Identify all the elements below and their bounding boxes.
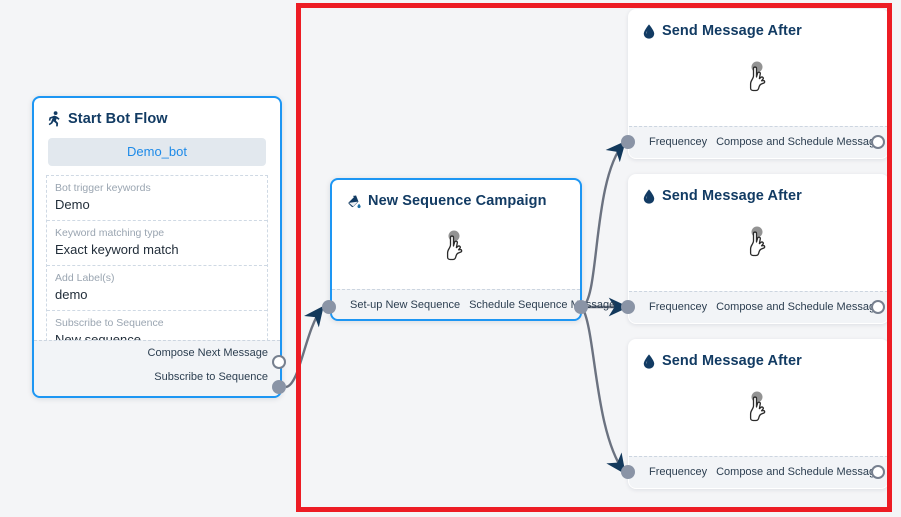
node-title-text: Send Message After xyxy=(662,353,802,369)
port-out-compose-next-message[interactable] xyxy=(272,355,286,369)
port-in-new-sequence-campaign[interactable] xyxy=(322,300,336,314)
node-footer-send-message-after-1: Frequencey Compose and Schedule Message xyxy=(629,126,888,158)
footer-labels[interactable]: Frequencey Compose and Schedule Message xyxy=(629,292,888,322)
field-bot-trigger-keywords[interactable]: Bot trigger keywords Demo xyxy=(47,176,267,221)
edge-sequence-to-card1 xyxy=(581,140,626,309)
node-new-sequence-campaign[interactable]: New Sequence Campaign Set-up New Sequenc… xyxy=(330,178,615,321)
port-out-send-message-after-3[interactable] xyxy=(871,465,885,479)
field-value: Demo xyxy=(55,197,90,212)
node-send-message-after-3[interactable]: Send Message After Frequencey Compose an… xyxy=(628,339,889,489)
pointing-hand-cursor xyxy=(431,222,481,272)
port-out-send-message-after-2[interactable] xyxy=(871,300,885,314)
label-frequency: Frequencey xyxy=(649,466,708,478)
bot-field-list: Bot trigger keywords Demo Keyword matchi… xyxy=(46,175,268,356)
node-footer-new-sequence-campaign: Set-up New Sequence Schedule Sequence Me… xyxy=(332,289,615,320)
node-title-send-message-after: Send Message After xyxy=(629,175,888,204)
field-keyword-matching-type[interactable]: Keyword matching type Exact keyword matc… xyxy=(47,221,267,266)
label-setup-new-sequence: Set-up New Sequence xyxy=(350,299,461,311)
node-title-send-message-after: Send Message After xyxy=(629,10,888,39)
water-drop-icon xyxy=(643,353,655,369)
node-title-text: New Sequence Campaign xyxy=(368,193,547,209)
port-out-new-sequence-campaign[interactable] xyxy=(574,300,588,314)
bot-name: Demo_bot xyxy=(127,144,187,159)
node-title-text: Start Bot Flow xyxy=(68,111,168,127)
port-row-compose-next-message[interactable]: Compose Next Message xyxy=(34,341,280,365)
node-title-text: Send Message After xyxy=(662,188,802,204)
field-value: demo xyxy=(55,287,88,302)
node-footer-send-message-after-3: Frequencey Compose and Schedule Message xyxy=(629,456,888,488)
paint-pour-icon xyxy=(346,194,361,209)
pointing-hand-cursor xyxy=(734,383,784,433)
field-value: Exact keyword match xyxy=(55,242,179,257)
bot-selector-pill[interactable]: Demo_bot xyxy=(48,138,266,166)
label-compose-and-schedule-message: Compose and Schedule Message xyxy=(716,136,882,148)
port-out-subscribe-to-sequence[interactable] xyxy=(272,380,286,394)
edge-start-to-sequence xyxy=(285,305,324,389)
water-drop-icon xyxy=(643,188,655,204)
label-frequency: Frequencey xyxy=(649,301,708,313)
port-out-send-message-after-1[interactable] xyxy=(871,135,885,149)
port-in-send-message-after-3[interactable] xyxy=(621,465,635,479)
port-label: Compose Next Message xyxy=(147,347,268,359)
port-row-subscribe-to-sequence[interactable]: Subscribe to Sequence xyxy=(34,365,280,389)
node-title-new-sequence-campaign: New Sequence Campaign xyxy=(332,180,580,209)
field-label: Keyword matching type xyxy=(55,227,165,239)
field-label: Bot trigger keywords xyxy=(55,182,151,194)
footer-labels[interactable]: Frequencey Compose and Schedule Message xyxy=(629,127,888,157)
pointing-hand-cursor xyxy=(734,53,784,103)
node-send-message-after-1[interactable]: Send Message After Frequencey Compose an… xyxy=(628,9,889,159)
water-drop-icon xyxy=(643,23,655,39)
label-frequency: Frequencey xyxy=(649,136,708,148)
footer-labels[interactable]: Frequencey Compose and Schedule Message xyxy=(629,457,888,487)
label-schedule-sequence-message: Schedule Sequence Message xyxy=(469,299,616,311)
port-in-send-message-after-2[interactable] xyxy=(621,300,635,314)
node-footer-start-bot-flow: Compose Next Message Subscribe to Sequen… xyxy=(34,340,280,396)
footer-labels[interactable]: Set-up New Sequence Schedule Sequence Me… xyxy=(332,290,615,320)
pointing-hand-cursor xyxy=(734,218,784,268)
field-label: Subscribe to Sequence xyxy=(55,317,164,329)
node-title-start-bot-flow: Start Bot Flow xyxy=(34,98,280,127)
label-compose-and-schedule-message: Compose and Schedule Message xyxy=(716,301,882,313)
label-compose-and-schedule-message: Compose and Schedule Message xyxy=(716,466,882,478)
node-footer-send-message-after-2: Frequencey Compose and Schedule Message xyxy=(629,291,888,323)
port-in-send-message-after-1[interactable] xyxy=(621,135,635,149)
field-add-labels[interactable]: Add Label(s) demo xyxy=(47,266,267,311)
node-start-bot-flow[interactable]: Start Bot Flow Demo_bot Bot trigger keyw… xyxy=(32,96,282,398)
node-send-message-after-2[interactable]: Send Message After Frequencey Compose an… xyxy=(628,174,889,324)
field-label: Add Label(s) xyxy=(55,272,115,284)
port-label: Subscribe to Sequence xyxy=(154,371,268,383)
node-title-text: Send Message After xyxy=(662,23,802,39)
running-person-icon xyxy=(48,111,61,127)
edge-sequence-to-card3 xyxy=(580,306,626,475)
node-title-send-message-after: Send Message After xyxy=(629,340,888,369)
